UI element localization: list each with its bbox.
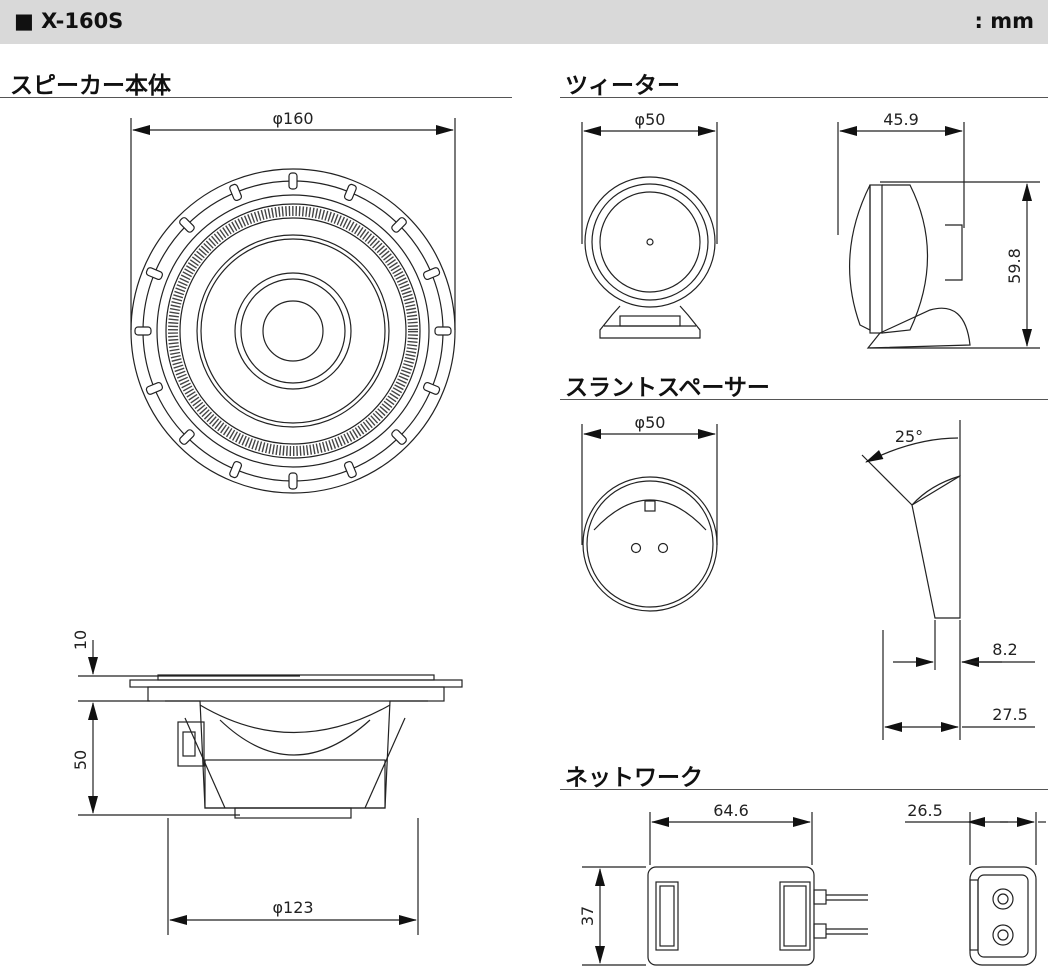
speaker-notch (288, 172, 298, 190)
spacer-side-drawing (911, 474, 961, 619)
label-speaker-mount: φ123 (272, 898, 313, 917)
label-speaker-depth-top: 10 (71, 630, 90, 650)
label-spacer-thin: 8.2 (992, 640, 1017, 659)
speaker-notch (343, 460, 357, 479)
label-tweeter-depth: 45.9 (883, 110, 919, 129)
label-spacer-diameter: φ50 (635, 413, 666, 432)
dim-tweeter-diameter (581, 122, 718, 244)
dim-speaker-diameter (130, 118, 456, 330)
label-tweeter-diameter: φ50 (635, 110, 666, 129)
label-network-width: 64.6 (713, 801, 749, 820)
network-box-drawing (647, 866, 868, 966)
label-speaker-diameter: φ160 (272, 109, 313, 128)
label-spacer-angle: 25° (895, 427, 923, 446)
section-tweeter-rule (560, 97, 1048, 98)
model-title: ■ X-160S (14, 9, 124, 33)
speaker-notch (145, 381, 164, 395)
tweeter-side-drawing (849, 184, 972, 349)
section-tweeter-title: ツィーター (565, 73, 680, 99)
speaker-notch (134, 326, 152, 336)
section-spacer-rule (560, 399, 1048, 400)
dim-spacer-angle-thickness (861, 420, 1035, 740)
speaker-notch (288, 472, 298, 490)
label-network-height: 37 (578, 906, 597, 926)
label-spacer-thick: 27.5 (992, 705, 1028, 724)
speaker-notch (391, 217, 407, 233)
speaker-notch (229, 183, 243, 202)
speaker-notch (179, 217, 195, 233)
speaker-front-drawing (130, 168, 456, 494)
dim-network-width-height (582, 812, 813, 966)
dim-tweeter-depth (837, 122, 1040, 349)
header-bar: ■ X-160S : mm (0, 0, 1048, 44)
speaker-notch (434, 326, 452, 336)
dim-spacer-diameter (581, 424, 718, 545)
label-tweeter-height: 59.8 (1005, 248, 1024, 284)
speaker-notch (179, 429, 195, 445)
section-speaker-title: スピーカー本体 (10, 73, 171, 99)
speaker-notch (422, 267, 441, 281)
spacer-front-drawing (582, 476, 718, 612)
section-speaker-rule (0, 97, 512, 98)
tweeter-front-drawing (584, 176, 716, 339)
network-end-drawing (969, 866, 1037, 966)
speaker-notch (343, 183, 357, 202)
section-spacer-title: スラントスペーサー (565, 375, 770, 401)
section-network-rule (560, 789, 1048, 790)
dim-network-depth (905, 812, 1046, 865)
unit-label: : mm (974, 9, 1034, 33)
speaker-mount-notches (134, 172, 452, 490)
label-network-depth: 26.5 (907, 801, 943, 820)
label-speaker-depth: 50 (71, 750, 90, 770)
section-network-title: ネットワーク (565, 765, 703, 791)
speaker-notch (391, 429, 407, 445)
speaker-notch (145, 267, 164, 281)
speaker-notch (229, 460, 243, 479)
speaker-side-drawing (129, 674, 463, 819)
speaker-notch (422, 381, 441, 395)
dim-speaker-depth-lines (78, 640, 419, 935)
